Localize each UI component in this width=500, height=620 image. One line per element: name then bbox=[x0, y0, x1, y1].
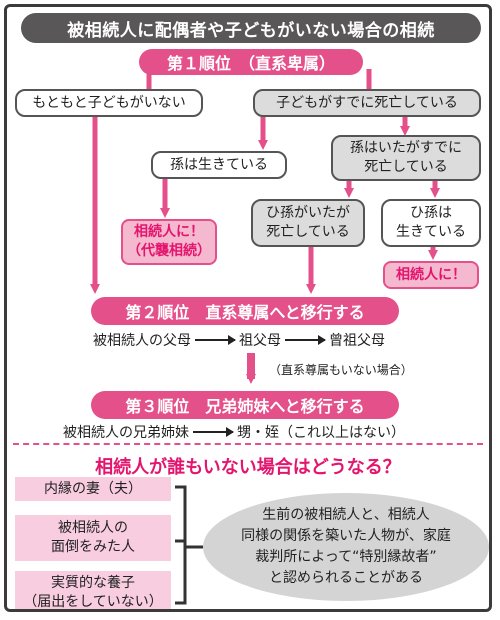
nobody-heading: 相続人が誰もいない場合はどうなる？ bbox=[95, 457, 401, 478]
section-divider bbox=[13, 443, 483, 445]
tag-de-facto-adoptee: 実質的な養子 （届出をしていない） bbox=[15, 571, 171, 609]
flow-arrows bbox=[90, 69, 440, 605]
tag-common-law-spouse: 内縁の妻（夫） bbox=[15, 477, 171, 501]
rank2-chain: 被相続人の父母 祖父母 曾祖父母 bbox=[93, 329, 385, 351]
box-great-grandchild-died: ひ孫がいたが 死亡している bbox=[251, 199, 365, 247]
tag-caretaker: 被相続人の 面倒をみた人 bbox=[15, 515, 171, 561]
box-grandchild-died: 孫はいたがすでに 死亡している bbox=[331, 135, 481, 181]
tags-bracket bbox=[175, 485, 203, 605]
chain-parents: 被相続人の父母 bbox=[93, 333, 191, 349]
box-child-died: 子どもがすでに死亡している bbox=[253, 89, 481, 117]
page-title: 被相続人に配偶者や子どもがいない場合の相続 bbox=[21, 13, 481, 43]
special-relation-ellipse: 生前の被相続人と、相続人 同様の関係を築いた人物が、家庭 裁判所によって“特別縁… bbox=[203, 493, 489, 601]
rank3-badge: 第３順位 兄弟姉妹へと移行する bbox=[91, 391, 399, 419]
chain-siblings: 被相続人の兄弟姉妹 bbox=[63, 425, 189, 441]
rank2-note: （直系尊属もいない場合） bbox=[269, 363, 413, 377]
chain-nephews-nieces: 甥・姪（これ以上はない） bbox=[237, 425, 405, 441]
chain-grandparents: 祖父母 bbox=[239, 333, 281, 349]
chain-arrow-icon bbox=[285, 335, 326, 345]
chain-arrow-icon bbox=[193, 427, 234, 437]
heir-great-grandchild: 相続人に！ bbox=[383, 261, 479, 289]
rank1-badge: 第１順位 （直系卑属） bbox=[139, 49, 363, 75]
rank3-chain: 被相続人の兄弟姉妹 甥・姪（これ以上はない） bbox=[63, 421, 405, 443]
heir-grandchild: 相続人に！ （代襲相続） bbox=[121, 219, 217, 265]
diagram-frame: 被相続人に配偶者や子どもがいない場合の相続 第１順位 （直系卑属） もともと子ど… bbox=[4, 4, 492, 612]
chain-great-grandparents: 曾祖父母 bbox=[329, 333, 385, 349]
box-grandchild-alive: 孫は生きている bbox=[151, 151, 287, 179]
box-great-grandchild-alive: ひ孫は 生きている bbox=[381, 199, 481, 247]
box-no-children: もともと子どもがいない bbox=[15, 89, 203, 117]
chain-arrow-icon bbox=[195, 335, 236, 345]
rank2-badge: 第２順位 直系尊属へと移行する bbox=[91, 297, 399, 325]
